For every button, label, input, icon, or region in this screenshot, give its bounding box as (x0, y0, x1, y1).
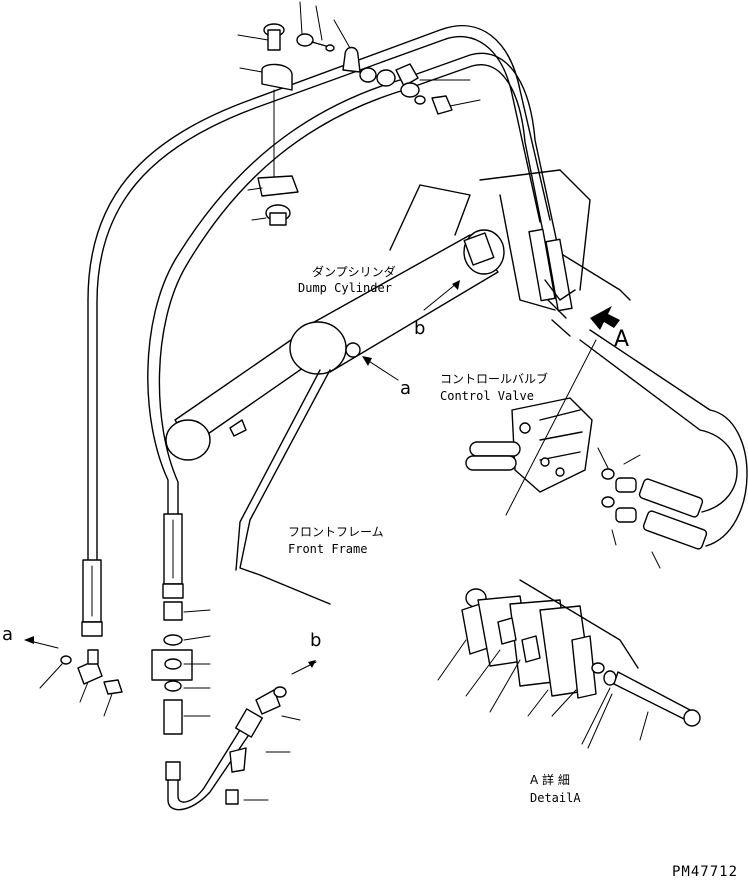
detail-a-assembly (437, 579, 701, 749)
clamp-assembly (237, 1, 481, 226)
tube-end-left (81, 559, 103, 637)
fitting-stack-center (151, 601, 211, 735)
dump-cylinder-en-label: Dump Cylinder (298, 281, 392, 295)
dump-cylinder (165, 229, 505, 461)
front-frame-jp-label: フロントフレーム (288, 525, 384, 539)
fitting-set-left (24, 636, 123, 717)
dump-cylinder-jp-label: ダンプシリンダ (312, 264, 396, 279)
detail-a-en-label: DetailA (530, 791, 581, 805)
view-marker-a: A (614, 327, 629, 352)
view-a-arrow (590, 306, 620, 330)
port-label-a-fitting: a (2, 624, 13, 645)
control-valve-jp-label: コントロールバルブ (440, 371, 548, 386)
detail-a-jp-label: A 詳 細 (530, 772, 570, 787)
front-frame (235, 369, 331, 605)
port-arrows (362, 280, 460, 381)
frame-plates (389, 169, 631, 337)
port-label-a-cylinder: a (400, 378, 411, 399)
port-label-b-fitting: b (310, 630, 321, 651)
hydraulic-tube-right (147, 52, 566, 521)
hydraulic-tube-left (87, 25, 551, 601)
front-frame-en-label: Front Frame (288, 542, 367, 556)
drawing-number: PM47712 (672, 864, 738, 880)
bent-tube-lower (165, 660, 317, 811)
port-label-b-cylinder: b (414, 318, 425, 339)
control-valve-en-label: Control Valve (440, 389, 534, 403)
tube-end-right (162, 513, 184, 599)
control-valve (465, 329, 748, 569)
